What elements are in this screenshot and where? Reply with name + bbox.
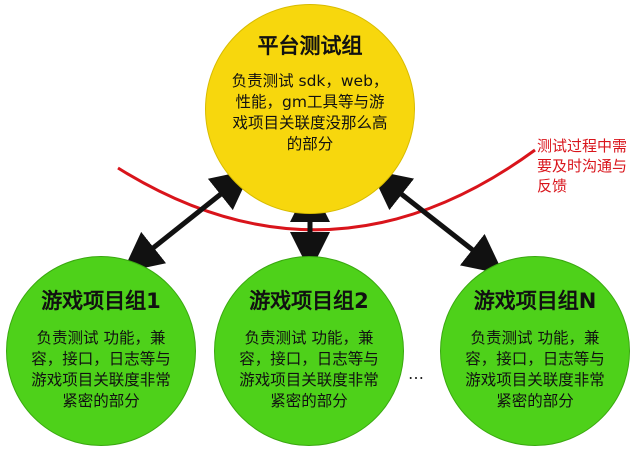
feedback-note: 测试过程中需要及时沟通与反馈 bbox=[537, 137, 628, 195]
game-group-2-node: 游戏项目组2 负责测试 功能，兼容，接口，日志等与游戏项目关联度非常紧密的部分 bbox=[214, 256, 404, 446]
game-group-n-desc: 负责测试 功能，兼容，接口，日志等与游戏项目关联度非常紧密的部分 bbox=[465, 329, 605, 410]
game-group-n-title: 游戏项目组N bbox=[473, 289, 597, 313]
ellipsis: … bbox=[408, 364, 426, 383]
platform-desc: 负责测试 sdk，web，性能，gm工具等与游戏项目关联度没那么高的部分 bbox=[231, 72, 389, 153]
game-group-1-desc: 负责测试 功能，兼容，接口，日志等与游戏项目关联度非常紧密的部分 bbox=[31, 329, 171, 410]
game-group-1-title: 游戏项目组1 bbox=[41, 289, 161, 313]
game-group-2-title: 游戏项目组2 bbox=[249, 289, 369, 313]
platform-test-group-node: 平台测试组 负责测试 sdk，web，性能，gm工具等与游戏项目关联度没那么高的… bbox=[205, 4, 415, 214]
arrow-platform-groupN bbox=[370, 169, 504, 275]
game-group-1-node: 游戏项目组1 负责测试 功能，兼容，接口，日志等与游戏项目关联度非常紧密的部分 bbox=[6, 256, 196, 446]
platform-title: 平台测试组 bbox=[257, 34, 363, 58]
arrow-platform-group1 bbox=[122, 169, 252, 273]
game-group-n-node: 游戏项目组N 负责测试 功能，兼容，接口，日志等与游戏项目关联度非常紧密的部分 bbox=[440, 256, 630, 446]
game-group-2-desc: 负责测试 功能，兼容，接口，日志等与游戏项目关联度非常紧密的部分 bbox=[239, 329, 379, 410]
